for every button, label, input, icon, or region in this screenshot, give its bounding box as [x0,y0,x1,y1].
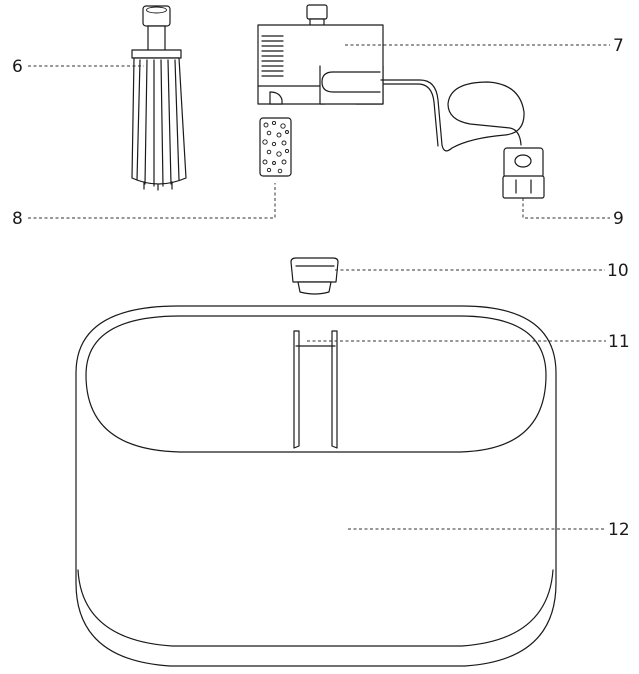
part-10-connector [290,257,339,295]
callout-10: 10 [607,261,629,281]
callout-9: 9 [613,209,624,229]
leader-9 [522,198,610,219]
leader-lines [28,44,610,530]
part-8-ceramic-filter [259,117,292,177]
part-12-bowl [75,305,557,667]
part-6-filter-column [131,5,187,191]
callout-labels: 6 7 8 9 10 11 12 [12,36,630,540]
callout-8: 8 [12,209,23,229]
leader-8 [28,183,276,219]
callout-11: 11 [608,332,630,352]
callout-12: 12 [608,520,630,540]
callout-7: 7 [613,36,624,56]
part-7-pump [257,4,525,152]
callout-6: 6 [12,57,23,77]
pump-vent-slots [261,35,284,77]
part-9-plug [502,147,545,199]
part-11-channel [293,330,338,449]
ceramic-pores [262,120,290,174]
